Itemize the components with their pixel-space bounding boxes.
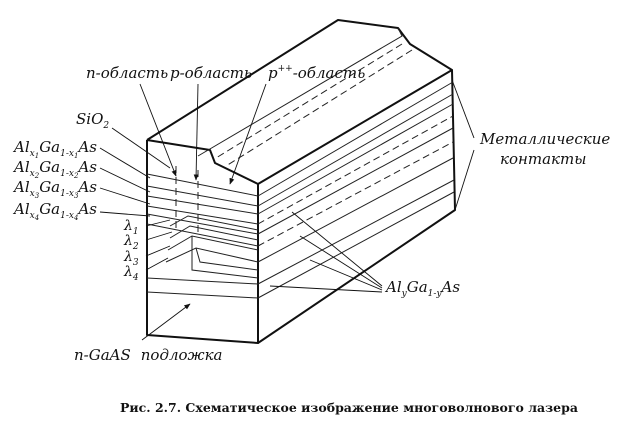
layer-label-2: Alx2Ga1-x2As: [12, 158, 97, 180]
wavelength-label-1: λ1: [123, 218, 139, 237]
metal-contacts-label-line1: Металлические: [479, 130, 610, 148]
figure-caption: Рис. 2.7. Схематическое изображение мног…: [120, 400, 578, 415]
laser-block: [146, 19, 456, 344]
layer-labels: Alx1Ga1-x1As Alx2Ga1-x2As Alx3Ga1-x3As A…: [12, 138, 97, 222]
p-region-label: p-область: [170, 64, 252, 82]
side-face: [257, 69, 456, 344]
layer-label-1: Alx1Ga1-x1As: [12, 138, 97, 160]
wavelength-label-2: λ2: [123, 233, 139, 252]
wavelength-labels: λ1 λ2 λ3 λ4: [123, 218, 139, 283]
metal-contacts-label-line2: контакты: [500, 150, 586, 168]
front-face: [146, 140, 259, 344]
top-face: [146, 19, 453, 185]
layer-label-3: Alx3Ga1-x3As: [12, 178, 97, 200]
layer-label-4: Alx4Ga1-x4As: [12, 200, 97, 222]
al-y-alloy-label: AlyGa1-yAs: [384, 278, 460, 299]
p-plus-region-label: p++-область: [268, 64, 365, 82]
leader-lines: [99, 79, 475, 341]
top-front-edge: [146, 139, 259, 185]
wavelength-label-3: λ3: [123, 249, 139, 268]
wavelength-label-4: λ4: [123, 264, 139, 283]
sio2-label: SiO2: [76, 110, 109, 131]
n-region-label: n-область: [86, 64, 168, 82]
